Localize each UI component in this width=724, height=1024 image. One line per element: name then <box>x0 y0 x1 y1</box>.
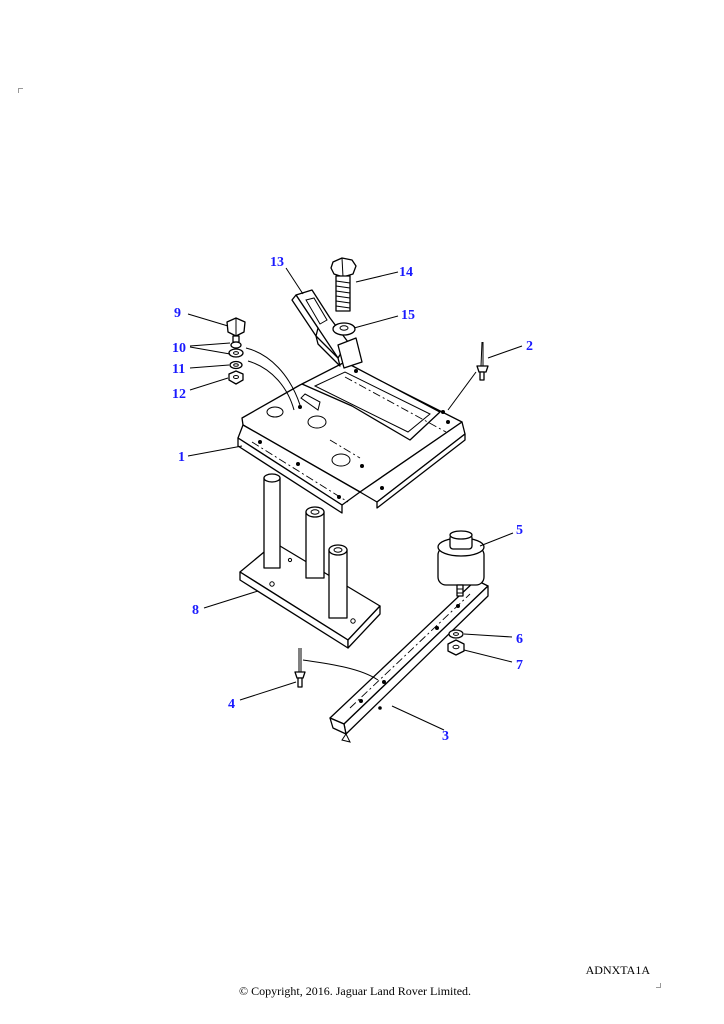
callout-4: 4 <box>228 697 235 712</box>
diagram-code: ADNXTA1A <box>585 963 650 977</box>
copyright-notice: © Copyright, 2016. Jaguar Land Rover Lim… <box>238 984 472 998</box>
callout-13: 13 <box>270 255 284 270</box>
callout-7: 7 <box>516 658 523 673</box>
callout-1: 1 <box>178 450 185 465</box>
callout-3: 3 <box>442 729 449 744</box>
clamp-washer <box>332 322 356 336</box>
base-plate-with-tubes <box>239 473 381 649</box>
crop-mark-bottom-right <box>656 983 661 988</box>
callout-9: 9 <box>174 306 181 321</box>
rubber-mount <box>437 530 485 597</box>
callout-12: 12 <box>172 387 186 402</box>
leader-lines <box>187 267 523 731</box>
callout-labels: 1 2 3 4 5 6 7 8 9 10 11 12 13 14 15 <box>172 255 533 744</box>
callout-2: 2 <box>526 339 533 354</box>
callout-10: 10 <box>172 341 186 356</box>
callout-6: 6 <box>516 632 523 647</box>
callout-5: 5 <box>516 523 523 538</box>
mount-fixings <box>447 629 465 656</box>
battery-clamp <box>291 289 363 369</box>
callout-14: 14 <box>399 265 413 280</box>
callout-11: 11 <box>172 362 185 377</box>
support-plate <box>237 361 466 514</box>
callout-15: 15 <box>401 308 415 323</box>
rivet-lower <box>294 648 379 688</box>
channel-rail <box>329 579 489 743</box>
callout-8: 8 <box>192 603 199 618</box>
rivet-upper <box>447 341 489 411</box>
crop-mark-top-left <box>18 88 23 93</box>
fixing-stack <box>226 317 301 411</box>
clamp-bolt <box>330 257 357 312</box>
